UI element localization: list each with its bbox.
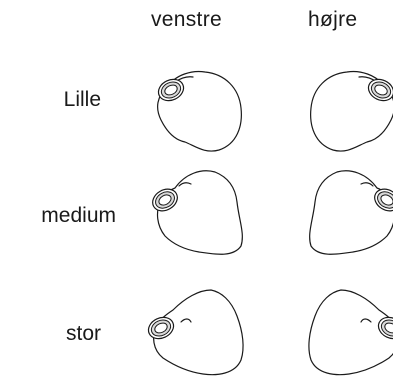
medium-left-outline-icon bbox=[145, 162, 255, 262]
column-header-left: venstre bbox=[151, 8, 222, 32]
shape-large-left bbox=[145, 280, 255, 380]
medium-right-outline-icon bbox=[297, 162, 393, 262]
large-left-outline-icon bbox=[145, 280, 255, 380]
shape-large-right bbox=[297, 280, 393, 380]
small-right-outline-icon bbox=[297, 60, 393, 160]
small-right-port-icon bbox=[365, 75, 393, 104]
medium-left-port-icon bbox=[149, 185, 182, 215]
small-left-outline-icon bbox=[145, 60, 255, 160]
large-left-port-icon bbox=[145, 313, 177, 342]
medium-right-port-icon bbox=[371, 185, 393, 215]
large-right-outline-icon bbox=[297, 280, 393, 380]
shape-medium-left bbox=[145, 162, 255, 262]
small-left-port-icon bbox=[155, 75, 187, 104]
row-label-large: stor bbox=[0, 322, 101, 346]
shape-small-right bbox=[297, 60, 393, 160]
shape-small-left bbox=[145, 60, 255, 160]
column-header-right: højre bbox=[308, 8, 357, 32]
row-label-small: Lille bbox=[0, 88, 101, 112]
row-label-medium: medium bbox=[0, 204, 116, 228]
shape-medium-right bbox=[297, 162, 393, 262]
large-right-port-icon bbox=[375, 313, 393, 342]
